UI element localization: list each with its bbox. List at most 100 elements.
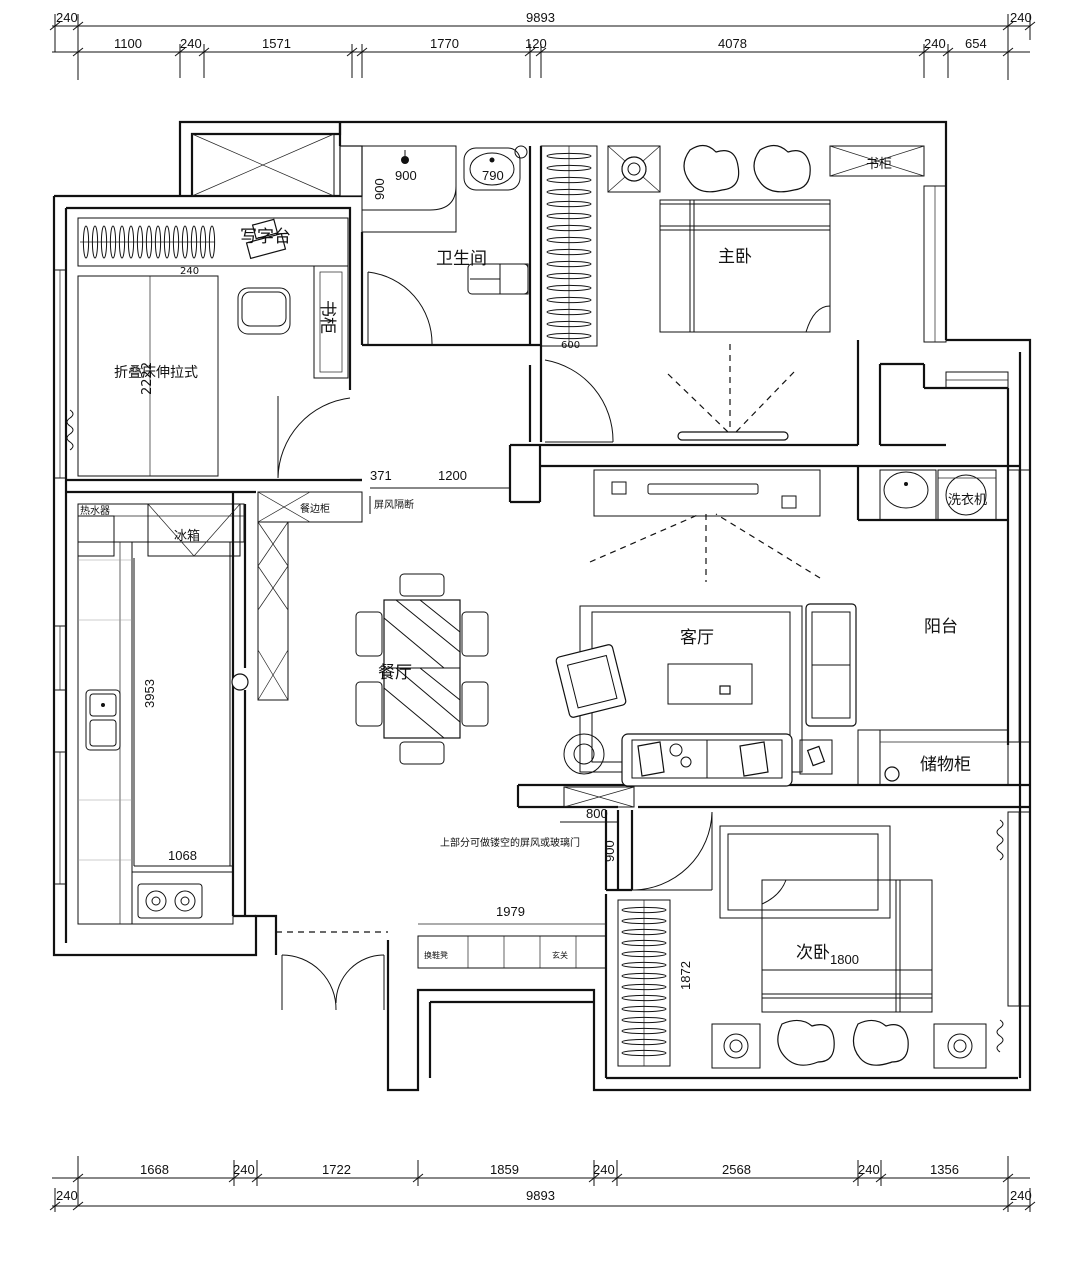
- room-label-storage: 储物柜: [920, 755, 971, 775]
- dim-kitchen: 3953: [142, 679, 157, 708]
- bottom-dim-seg-5: 240: [593, 1162, 615, 1177]
- hanger-mark: [546, 284, 592, 292]
- bottom-dimension-lines: [49, 1156, 1036, 1212]
- hanger-mark: [621, 1016, 667, 1024]
- hanger-mark: [199, 225, 207, 259]
- hanger-mark: [127, 225, 135, 259]
- bottom-dim-seg-3: 1722: [322, 1162, 351, 1177]
- room-label-water-heater: 热水器: [80, 504, 110, 517]
- entrance: [276, 923, 607, 1011]
- hanger-mark: [621, 1005, 667, 1013]
- hanger-mark: [546, 188, 592, 196]
- dim-wardrobe-master: 600: [561, 340, 580, 351]
- armchair-icon: [555, 644, 627, 718]
- hanger-mark: [82, 225, 90, 259]
- sink-icon: [85, 689, 121, 751]
- hanger-mark: [621, 906, 667, 914]
- shower-icon: [401, 150, 409, 164]
- dim-door-800: 800: [586, 806, 608, 821]
- hanger-mark: [621, 1038, 667, 1046]
- room-label-screen: 屏风隔断: [374, 498, 414, 511]
- pillow-icon: [777, 1019, 909, 1066]
- hanger-mark: [546, 272, 592, 280]
- top-dim-seg-6: 4078: [718, 36, 747, 51]
- kitchen: [77, 503, 249, 925]
- hanger-mark: [621, 1049, 667, 1057]
- hanger-mark: [621, 1027, 667, 1035]
- pillow-icon: [683, 144, 811, 193]
- hanger-mark: [546, 320, 592, 328]
- sideboard: [257, 491, 363, 701]
- dim-folding-bed: 2222: [140, 362, 155, 395]
- dim-bed-second: 1800: [830, 952, 859, 967]
- top-dim-seg-3: 1571: [262, 36, 291, 51]
- hanger-mark: [546, 152, 592, 160]
- hanger-mark: [546, 332, 592, 340]
- dim-study-desk: 240: [180, 266, 199, 277]
- dim-shower-v: 900: [372, 178, 387, 200]
- dim-opening-371: 371: [370, 468, 392, 483]
- hanger-mark: [546, 260, 592, 268]
- hanger-mark: [546, 308, 592, 316]
- hanger-mark: [546, 248, 592, 256]
- study-room: [77, 217, 349, 477]
- note-screen-door: 上部分可做镂空的屏风或玻璃门: [440, 836, 580, 849]
- bathroom: [361, 145, 529, 346]
- bottom-dim-seg-2: 240: [233, 1162, 255, 1177]
- dining-table: [355, 573, 489, 765]
- hanger-mark: [546, 176, 592, 184]
- hanger-mark: [621, 917, 667, 925]
- top-dim-seg-7: 240: [924, 36, 946, 51]
- room-label-bathroom: 卫生间: [436, 249, 487, 269]
- room-label-shoe-cabinet: 换鞋凳: [424, 950, 448, 960]
- room-label-fridge: 冰箱: [174, 528, 200, 544]
- room-label-sideboard: 餐边柜: [300, 502, 330, 515]
- top-dim-seg-4: 1770: [430, 36, 459, 51]
- bottom-dim-seg-7: 240: [858, 1162, 880, 1177]
- hanger-mark: [181, 225, 189, 259]
- room-label-folding-bed: 折叠床伸拉式: [114, 365, 198, 381]
- bottom-dim-seg-1: 1668: [140, 1162, 169, 1177]
- desk-chair-icon: [237, 287, 291, 335]
- floor-lamp-icon: [563, 733, 605, 775]
- top-dim-seg-1: 1100: [114, 36, 142, 51]
- hanger-mark: [100, 225, 108, 259]
- top-dim-outer-left: 240: [56, 10, 78, 25]
- hanger-mark: [546, 224, 592, 232]
- toilet-icon: [467, 263, 529, 295]
- radiator-marks: [66, 409, 1004, 1053]
- hanger-mark: [621, 950, 667, 958]
- room-label-bookcase-study: 书柜: [317, 300, 337, 334]
- bottom-dim-seg-6: 2568: [722, 1162, 751, 1177]
- hanger-mark: [546, 236, 592, 244]
- hanger-mark: [621, 972, 667, 980]
- stove-icon: [137, 883, 203, 919]
- hanger-mark: [621, 994, 667, 1002]
- room-label-desk: 写字台: [240, 227, 291, 247]
- study-closet-hangers: [80, 225, 216, 259]
- bottom-dim-seg-8: 1356: [930, 1162, 959, 1177]
- study-door-arc: [277, 396, 351, 479]
- hanger-mark: [163, 225, 171, 259]
- hanger-mark: [621, 983, 667, 991]
- hanger-mark: [136, 225, 144, 259]
- basin-icon: [463, 147, 521, 191]
- top-dim-seg-8: 654: [965, 36, 987, 51]
- dim-door-900: 900: [602, 840, 617, 862]
- room-label-master-bedroom: 主卧: [718, 247, 752, 267]
- dim-shower: 900: [395, 168, 417, 183]
- room-label-washer: 洗衣机: [948, 492, 987, 508]
- windows: [53, 185, 1031, 1007]
- hanger-mark: [118, 225, 126, 259]
- balcony-storage-box: [191, 133, 335, 197]
- dining-chair-icons: [355, 573, 489, 765]
- computer-icon: [245, 218, 287, 260]
- hanger-mark: [109, 225, 117, 259]
- hanger-mark: [621, 939, 667, 947]
- hanger-mark: [154, 225, 162, 259]
- hanger-mark: [546, 164, 592, 172]
- room-label-balcony: 阳台: [924, 617, 958, 637]
- sofa-bottom-icon: [621, 733, 793, 787]
- dim-opening-1200: 1200: [438, 468, 467, 483]
- dim-entry-cabinet: 1979: [496, 904, 525, 919]
